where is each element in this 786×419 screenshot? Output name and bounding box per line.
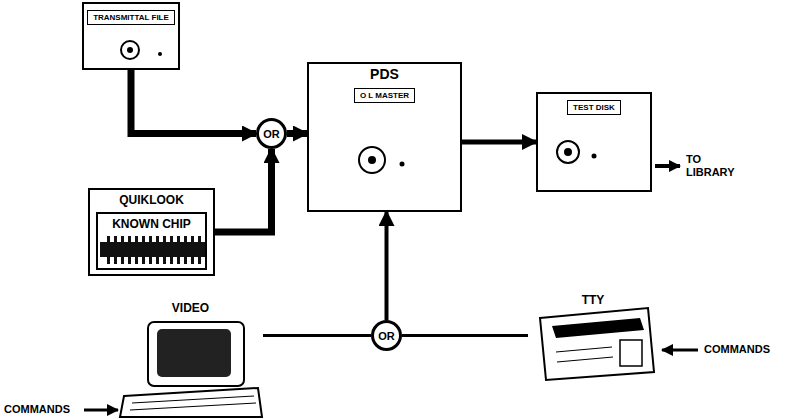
paper-slot	[552, 318, 644, 338]
flow-connector	[462, 140, 536, 145]
quiklook-box: QUIKLOOK KNOWN CHIP	[88, 188, 215, 276]
test-disk: TEST DISK	[536, 92, 652, 192]
disk-hub	[121, 41, 139, 59]
input-label: COMMANDS	[4, 403, 70, 416]
chip-box: KNOWN CHIP	[96, 212, 207, 270]
node-text: TTY	[580, 293, 607, 307]
disk-dot	[158, 52, 162, 56]
node-text: VIDEO	[170, 301, 211, 315]
key-row	[557, 357, 613, 362]
flow-connector	[402, 334, 528, 337]
key-row	[130, 403, 256, 410]
node-text: KNOWN CHIP	[110, 217, 193, 231]
flow-connector	[131, 70, 256, 134]
disk-hole	[368, 156, 376, 164]
node-text: PDS	[370, 66, 399, 82]
key-row	[132, 396, 254, 403]
disk-hole	[564, 148, 572, 156]
flow-connector	[287, 130, 307, 137]
screen	[157, 329, 231, 377]
key-row	[556, 347, 612, 352]
disk-hub	[557, 141, 579, 163]
command-arrow	[662, 349, 698, 352]
node-text: O L MASTER	[354, 88, 415, 103]
node-text: OR	[378, 330, 395, 342]
teletype-body	[540, 308, 654, 380]
disk-hole	[127, 47, 133, 53]
disk-file: TRANSMITTAL FILE	[82, 2, 180, 70]
node-text: QUIKLOOK	[117, 193, 186, 207]
or-junction: OR	[371, 320, 402, 351]
teletype-panel	[620, 340, 642, 366]
destination-label: TO LIBRARY	[686, 153, 746, 179]
video-terminal: VIDEO	[118, 298, 263, 419]
node-text: TEST DISK	[567, 100, 621, 115]
input-label: COMMANDS	[704, 343, 770, 356]
chip-body	[100, 242, 206, 257]
flow-connector	[215, 149, 272, 232]
flow-connector	[263, 334, 371, 337]
command-arrow	[84, 409, 118, 412]
library-arrow	[655, 164, 680, 168]
disk-dot	[592, 154, 597, 159]
node-text: OR	[263, 128, 280, 140]
node-text: TRANSMITTAL FILE	[87, 10, 175, 25]
tty-terminal: TTY	[528, 290, 658, 382]
monitor	[148, 322, 244, 386]
or-junction: OR	[256, 118, 287, 149]
flow-connector	[385, 212, 389, 320]
disk-hub	[359, 147, 385, 173]
disk-dot	[400, 162, 405, 167]
keyboard	[120, 388, 262, 417]
pds-box: PDS O L MASTER	[307, 62, 462, 212]
